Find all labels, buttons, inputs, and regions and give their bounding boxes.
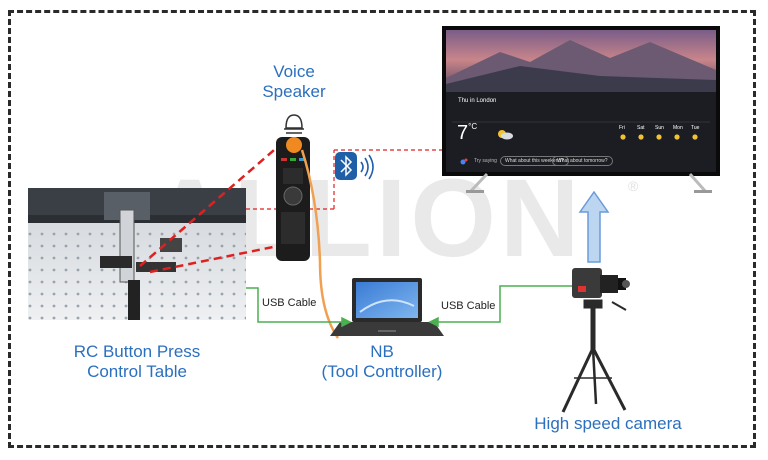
green-usb-cables: [246, 285, 572, 328]
remote-control: [276, 137, 310, 261]
voice-speaker-icon: [284, 114, 304, 134]
signal-waves-icon: [360, 154, 374, 180]
tv-day-3: Sun: [655, 125, 664, 131]
laptop: [330, 278, 444, 336]
tv-day-2: Sat: [637, 125, 645, 131]
tv-location: Thu in London: [458, 98, 497, 104]
tv-assistant-prompt: Try saying: [474, 158, 497, 164]
tripod: [561, 299, 627, 413]
tv-day-4: Mon: [673, 125, 683, 131]
tool-controller-label: NB (Tool Controller): [321, 342, 443, 382]
voice-speaker-label: Voice Speaker: [262, 62, 326, 102]
watermark-registered-mark: ®: [628, 178, 639, 194]
tv: [442, 26, 720, 194]
up-arrow: [578, 190, 610, 263]
tv-temperature: 7°C: [457, 122, 478, 144]
tv-forecast-icons: [620, 134, 698, 140]
high-speed-camera: [572, 268, 630, 298]
tv-suggestion-chip-1: What about this weekend?: [500, 156, 569, 166]
high-speed-camera-label: High speed camera: [534, 414, 682, 433]
usb-cable-label-right: USB Cable: [441, 300, 496, 312]
tv-day-1: Fri: [619, 125, 625, 131]
tv-suggestion-chip-2: What about tomorrow?: [552, 156, 613, 166]
rc-control-table-label: RC Button Press Control Table: [73, 342, 201, 382]
diagram-frame: [8, 10, 756, 448]
orange-cable: [300, 149, 340, 339]
rc-control-table-photo: [28, 188, 246, 320]
usb-cable-label-left: USB Cable: [262, 297, 317, 309]
bluetooth-icon: [335, 152, 357, 180]
tv-day-5: Tue: [691, 125, 700, 131]
